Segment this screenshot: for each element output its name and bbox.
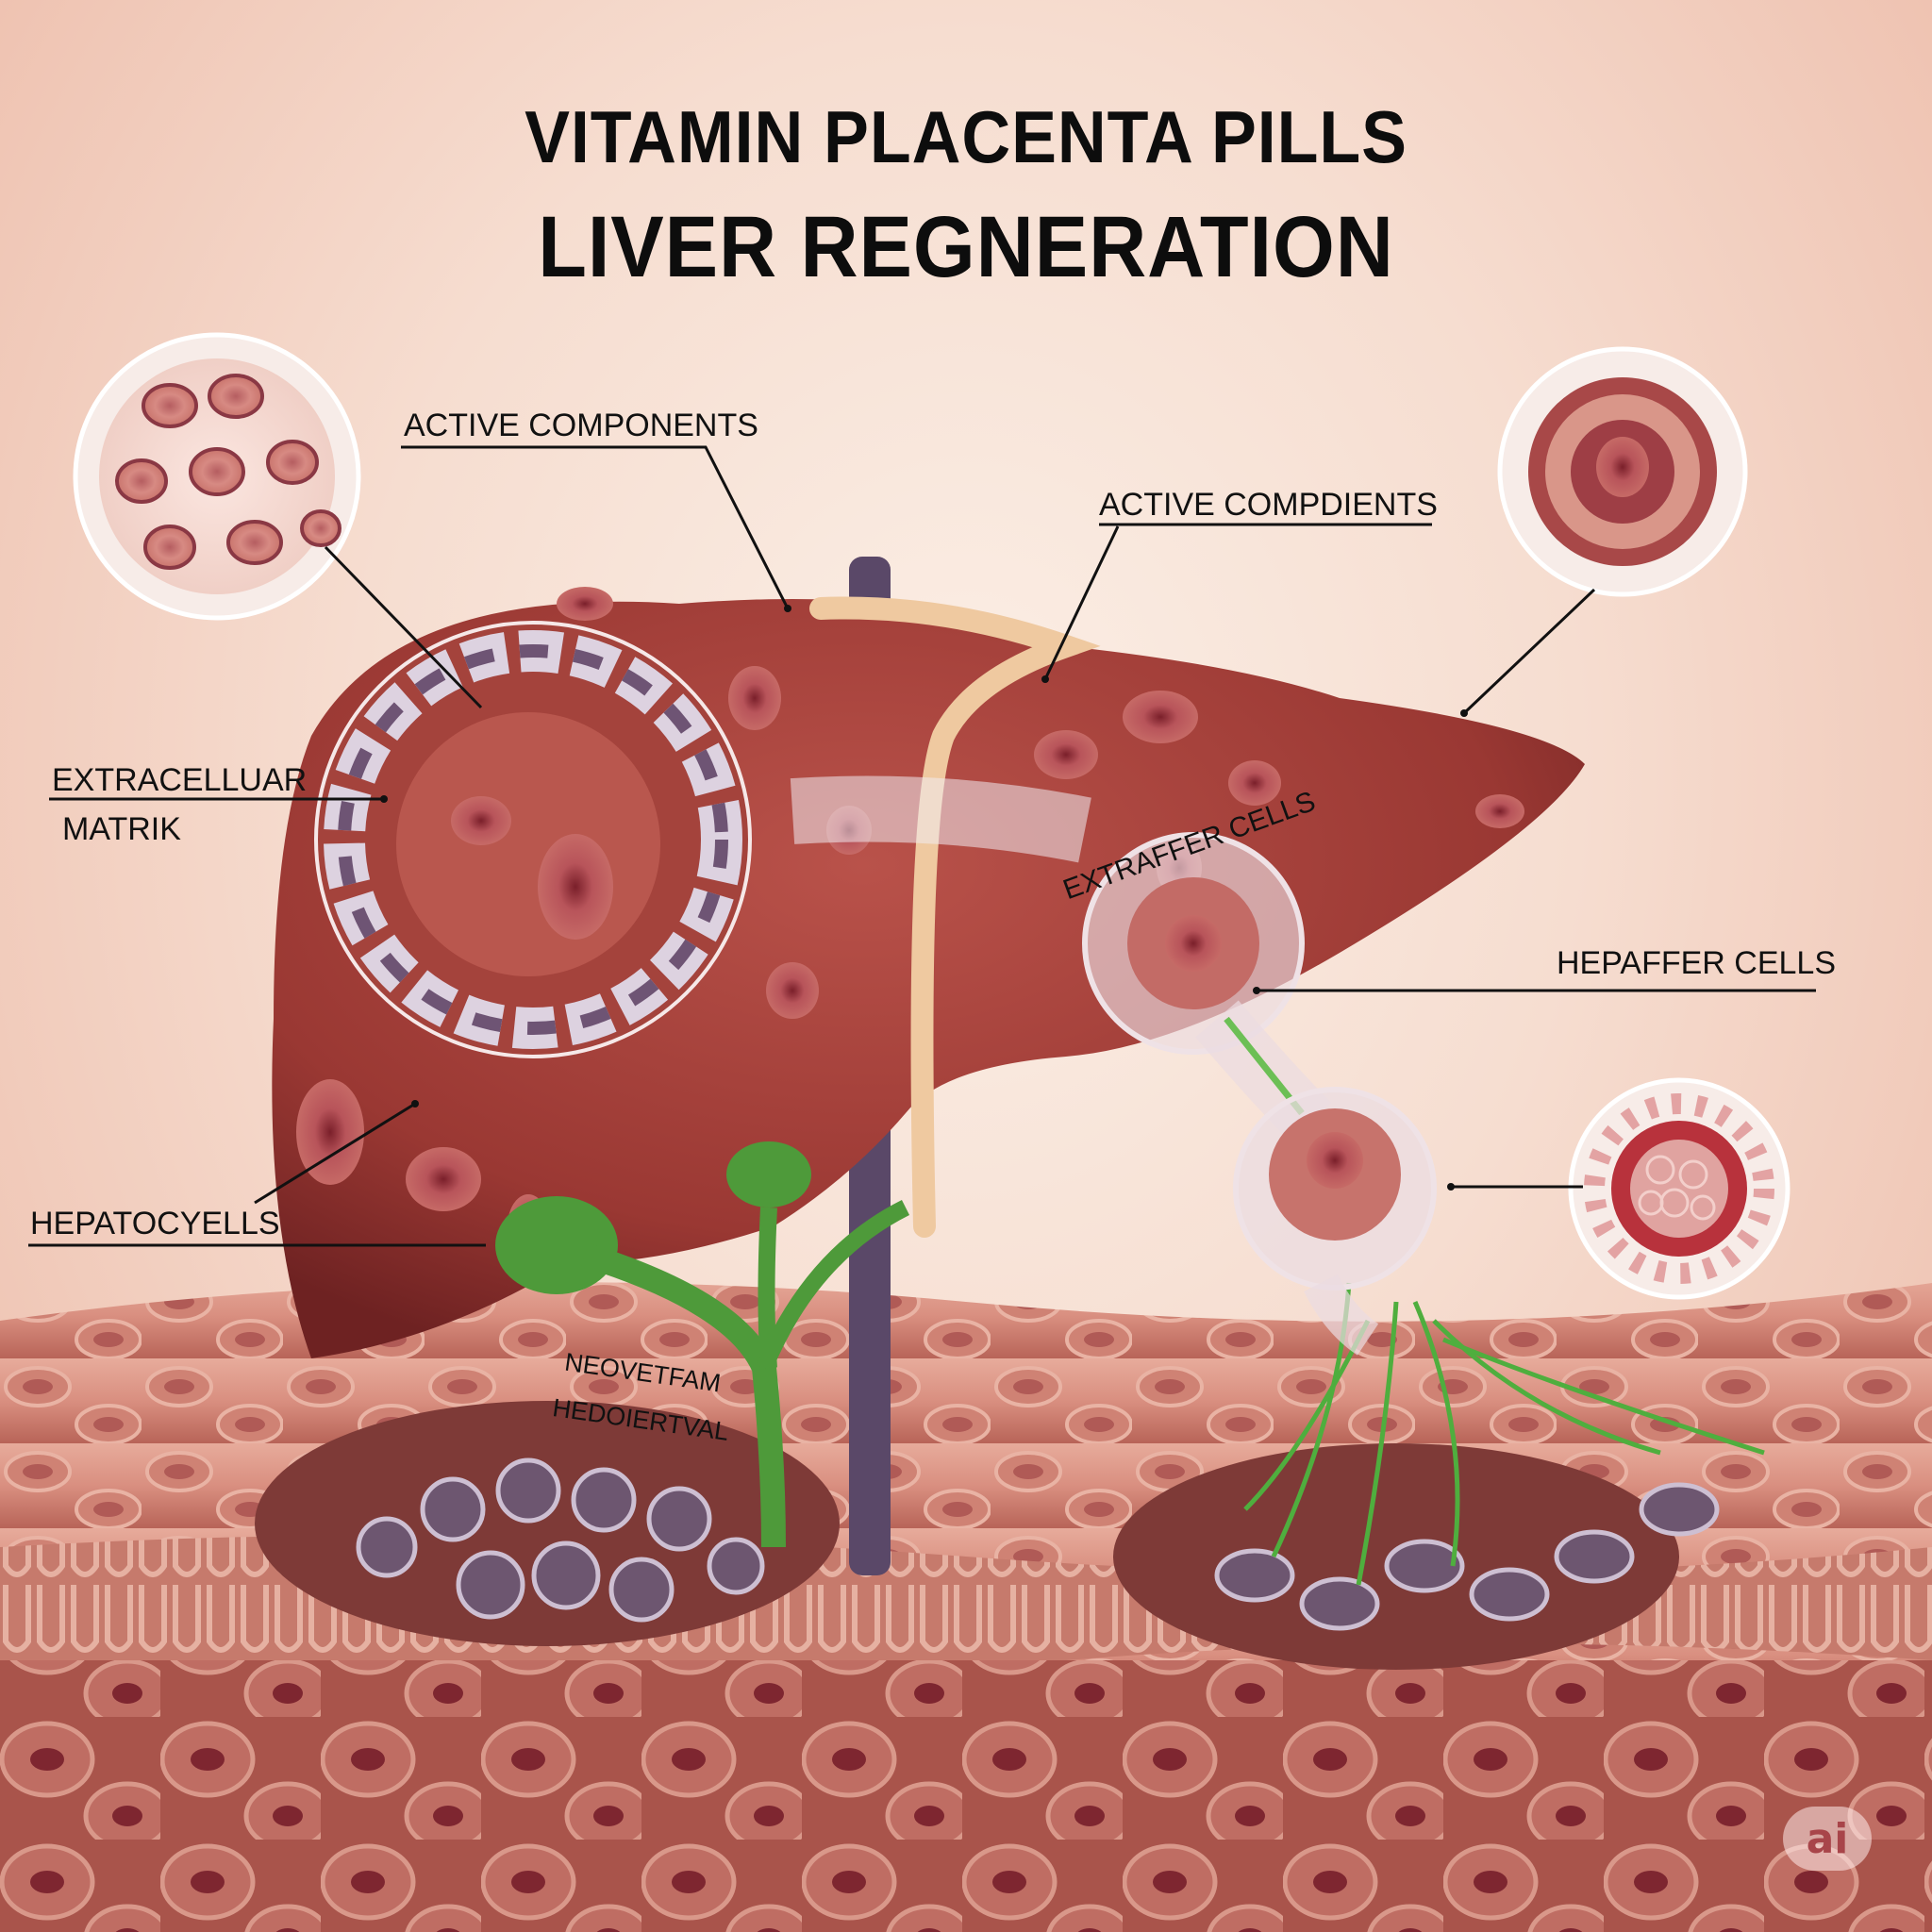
vessel-pocket-left	[255, 1401, 840, 1646]
title-line-1: VITAMIN PLACENTA PILLS	[525, 95, 1407, 178]
leader-lines	[28, 445, 1816, 1247]
lobule-magnification	[314, 621, 752, 1058]
label-matrik: MATRIK	[62, 811, 181, 847]
label-hepaffer-cells: HEPAFFER CELLS	[1557, 945, 1837, 981]
kupffer-cell-chain	[790, 775, 1437, 1356]
label-active-compdients: ACTIVE COMPDIENTS	[1099, 487, 1438, 523]
label-hepatocyells: HEPATOCYELLS	[30, 1206, 280, 1241]
label-extracelluar: EXTRACELLUAR	[52, 762, 308, 798]
ai-watermark: ai	[1783, 1807, 1872, 1871]
falciform-ligament	[809, 596, 1101, 1238]
leader-dots	[380, 605, 1468, 1191]
vessel-pocket-right	[1113, 1282, 1765, 1670]
gallbladder	[495, 1141, 910, 1548]
label-active-components: ACTIVE COMPONENTS	[404, 408, 758, 443]
inset-spiky-cell	[1568, 1077, 1790, 1300]
inset-cluster-cells	[73, 332, 361, 621]
title-line-2: LIVER REGNERATION	[538, 199, 1394, 295]
inset-cell-section	[1497, 346, 1748, 597]
